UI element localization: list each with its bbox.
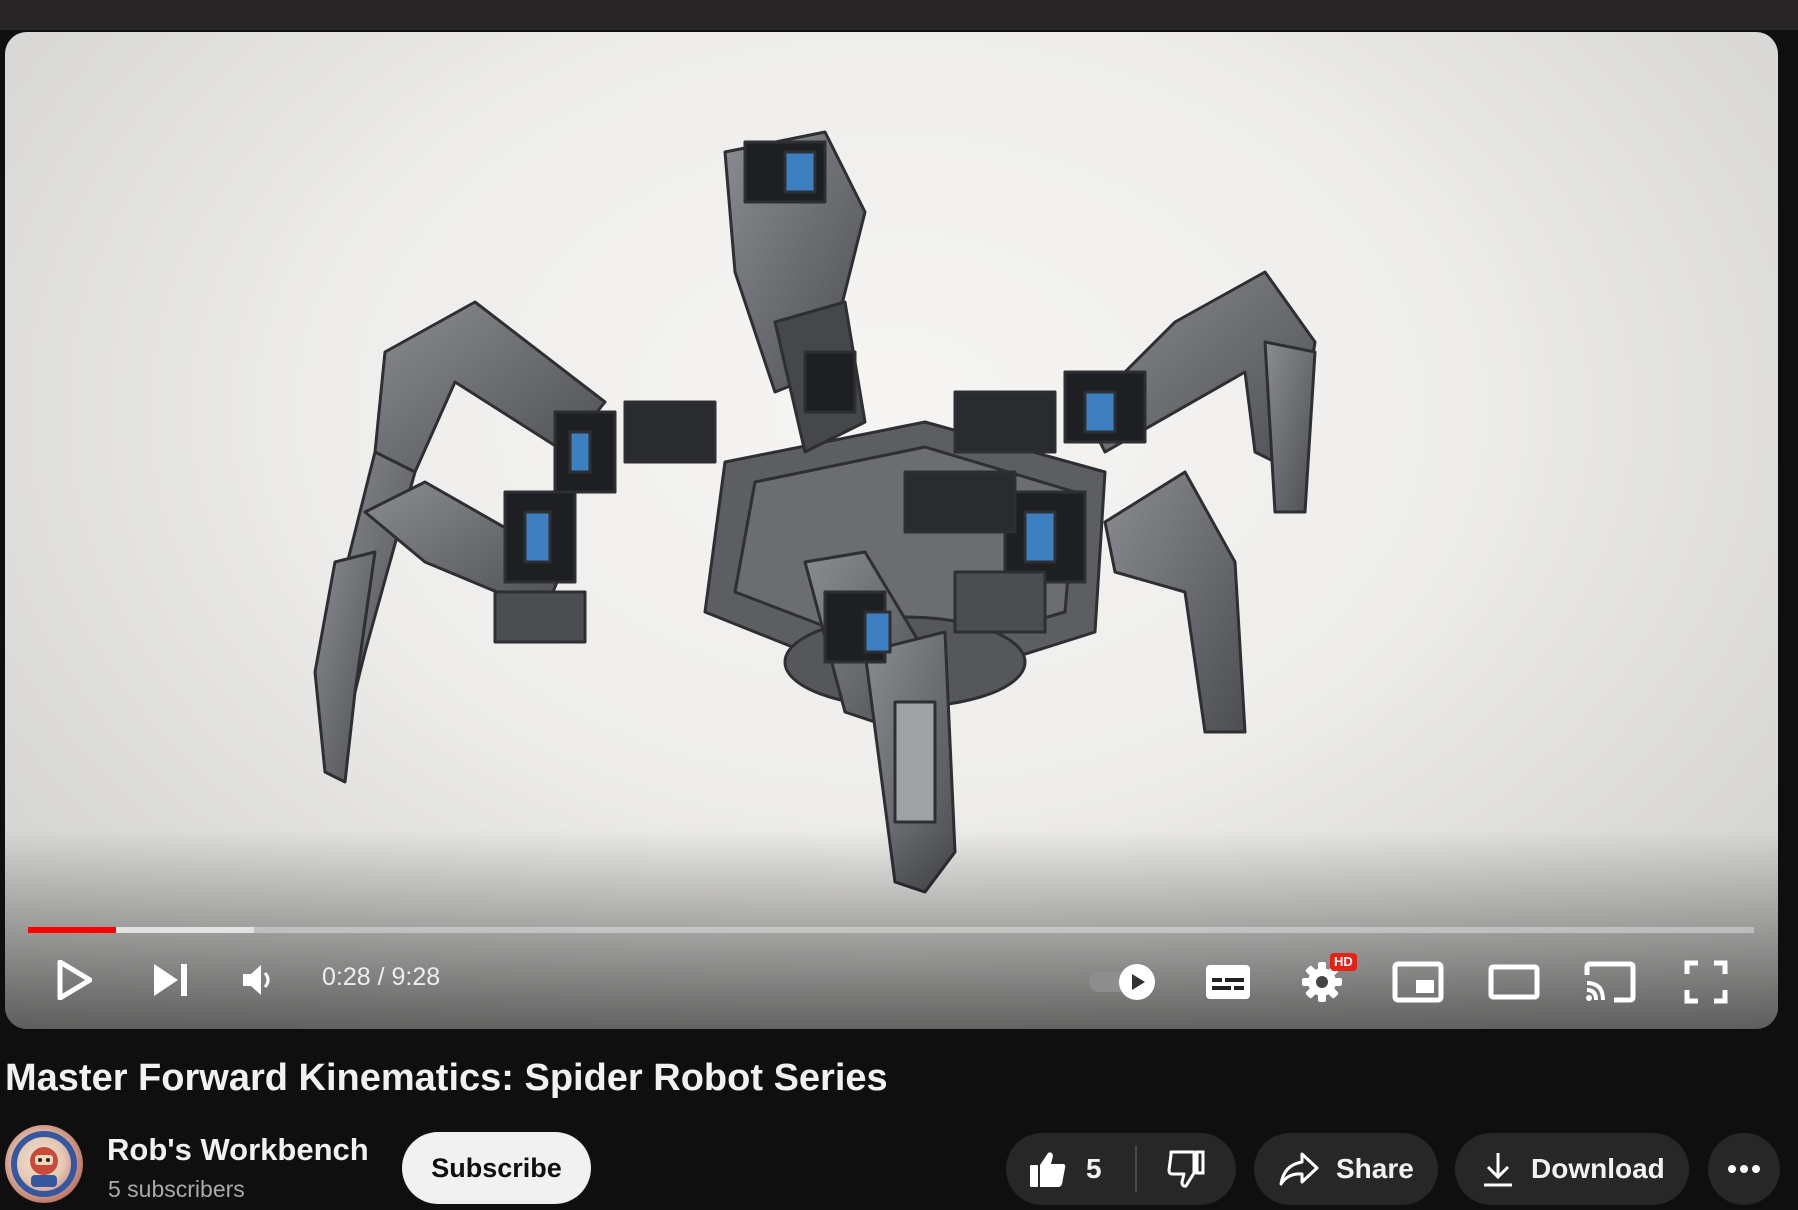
robot-avatar-icon [11, 1131, 77, 1197]
thumbs-down-icon [1167, 1150, 1205, 1188]
cast-button[interactable] [1582, 958, 1638, 1006]
hd-badge: HD [1330, 953, 1357, 971]
autoplay-toggle[interactable] [1086, 960, 1160, 1004]
like-dislike-group: 5 [1006, 1133, 1236, 1205]
volume-icon [243, 965, 270, 995]
share-icon [1279, 1152, 1319, 1186]
play-icon [57, 960, 92, 1000]
channel-avatar[interactable] [5, 1125, 83, 1203]
cast-icon [1584, 961, 1636, 1003]
share-button[interactable]: Share [1254, 1133, 1438, 1205]
miniplayer-icon [1392, 961, 1444, 1003]
settings-button[interactable] [1296, 956, 1348, 1008]
progress-played [28, 927, 117, 933]
time-display: 0:28 / 9:28 [322, 963, 440, 992]
play-button[interactable] [46, 952, 102, 1008]
video-title: Master Forward Kinematics: Spider Robot … [5, 1057, 888, 1099]
share-label: Share [1336, 1153, 1414, 1184]
like-divider [1134, 1146, 1137, 1192]
time-separator: / [370, 963, 392, 991]
fullscreen-icon [1684, 960, 1728, 1004]
like-count: 5 [1086, 1153, 1102, 1184]
subtitles-button[interactable] [1200, 960, 1256, 1004]
autoplay-toggle-icon [1089, 964, 1155, 1000]
time-current: 0:28 [322, 963, 371, 991]
more-horizontal-icon [1728, 1165, 1760, 1173]
download-label: Download [1531, 1153, 1665, 1184]
controls-gradient [5, 829, 1778, 1029]
progress-bar[interactable] [28, 927, 1754, 933]
thumbs-up-icon [1030, 1152, 1066, 1187]
subscribe-button[interactable]: Subscribe [402, 1132, 591, 1204]
next-icon [154, 964, 187, 996]
channel-name[interactable]: Rob's Workbench [107, 1132, 369, 1167]
miniplayer-button[interactable] [1390, 958, 1446, 1006]
volume-button[interactable] [230, 952, 286, 1008]
settings-icon [1302, 962, 1342, 1002]
download-button[interactable]: Download [1455, 1133, 1689, 1205]
download-icon [1484, 1153, 1512, 1187]
fullscreen-button[interactable] [1678, 958, 1734, 1006]
time-total: 9:28 [391, 963, 441, 991]
video-frame-spider-robot [313, 130, 1317, 894]
video-player[interactable] [5, 32, 1778, 1029]
theater-mode-icon [1488, 964, 1540, 1000]
subscriber-count: 5 subscribers [108, 1176, 245, 1202]
theater-mode-button[interactable] [1486, 958, 1542, 1006]
top-bar [0, 0, 1798, 30]
subtitles-icon [1206, 965, 1250, 999]
next-button[interactable] [142, 952, 198, 1008]
dislike-button[interactable] [1137, 1133, 1236, 1205]
progress-buffered [28, 927, 255, 933]
like-button[interactable]: 5 [1006, 1133, 1135, 1205]
more-actions-button[interactable] [1708, 1133, 1780, 1205]
